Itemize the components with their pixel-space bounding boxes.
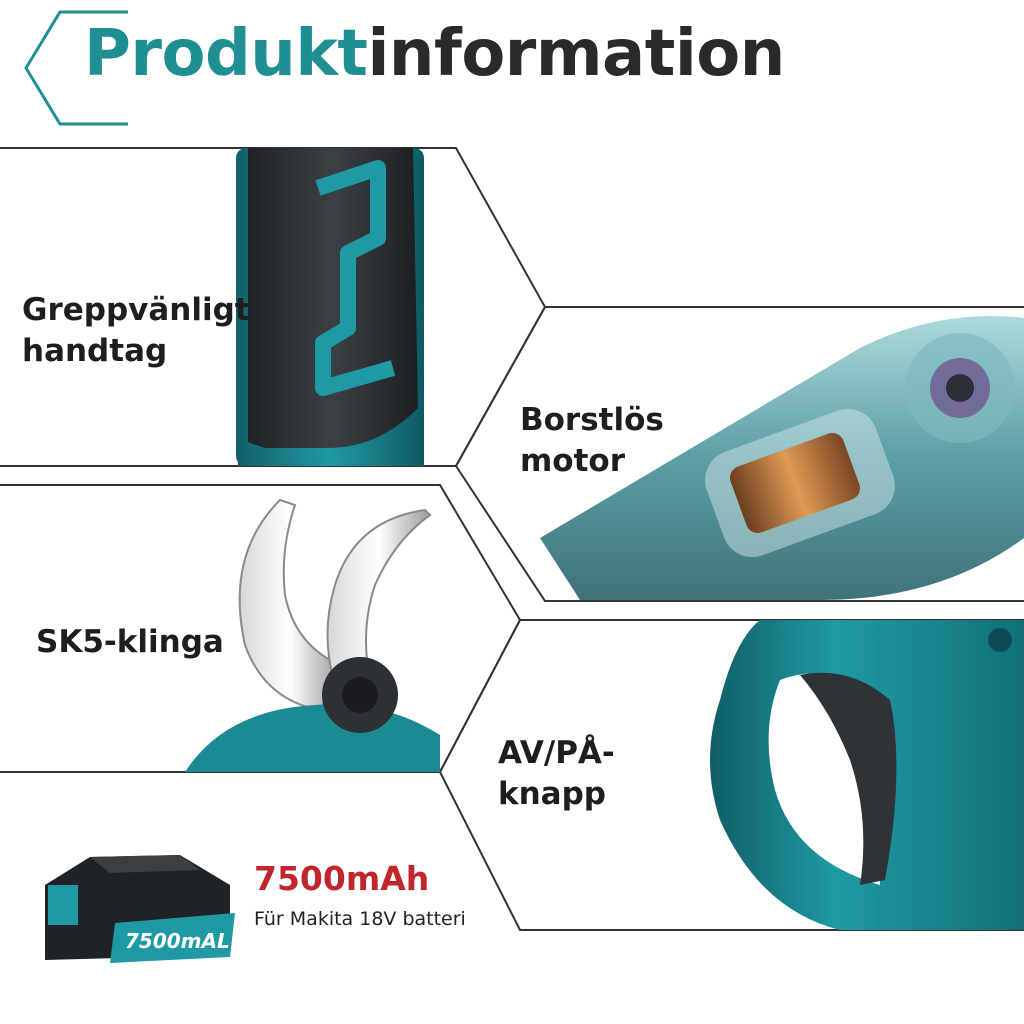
feature-label-blade: SK5-klinga [36, 622, 224, 663]
battery-pack-label: 7500mAL [125, 929, 230, 953]
battery-capacity: 7500mAh [254, 859, 430, 898]
page-title-rest: information [367, 17, 785, 91]
feature-label-switch: AV/PÅ- knapp [498, 733, 615, 815]
feature-label-line: Greppvänligt [22, 292, 250, 328]
battery-compatibility: Für Makita 18V batteri [254, 908, 466, 930]
panel-motor-frame [454, 306, 1024, 602]
page-title-accent: Produkt [84, 17, 368, 91]
feature-label-line: Borstlös [520, 402, 664, 438]
panel-button-frame [438, 619, 1024, 931]
feature-label-motor: Borstlös motor [520, 400, 664, 482]
feature-label-line: AV/PÅ- [498, 735, 615, 771]
battery-image: 7500mAL [45, 855, 235, 963]
feature-label-line: SK5-klinga [36, 624, 224, 660]
feature-label-line: handtag [22, 333, 168, 369]
handle-image [236, 148, 424, 466]
header-bracket [24, 10, 128, 126]
feature-label-handle: Greppvänligt handtag [22, 290, 250, 372]
feature-label-line: motor [520, 443, 626, 479]
blade-image [185, 498, 440, 772]
motor-image [540, 316, 1024, 600]
button-image [710, 620, 1024, 930]
feature-label-line: knapp [498, 776, 606, 812]
page-title: Produktinformation [84, 22, 785, 86]
